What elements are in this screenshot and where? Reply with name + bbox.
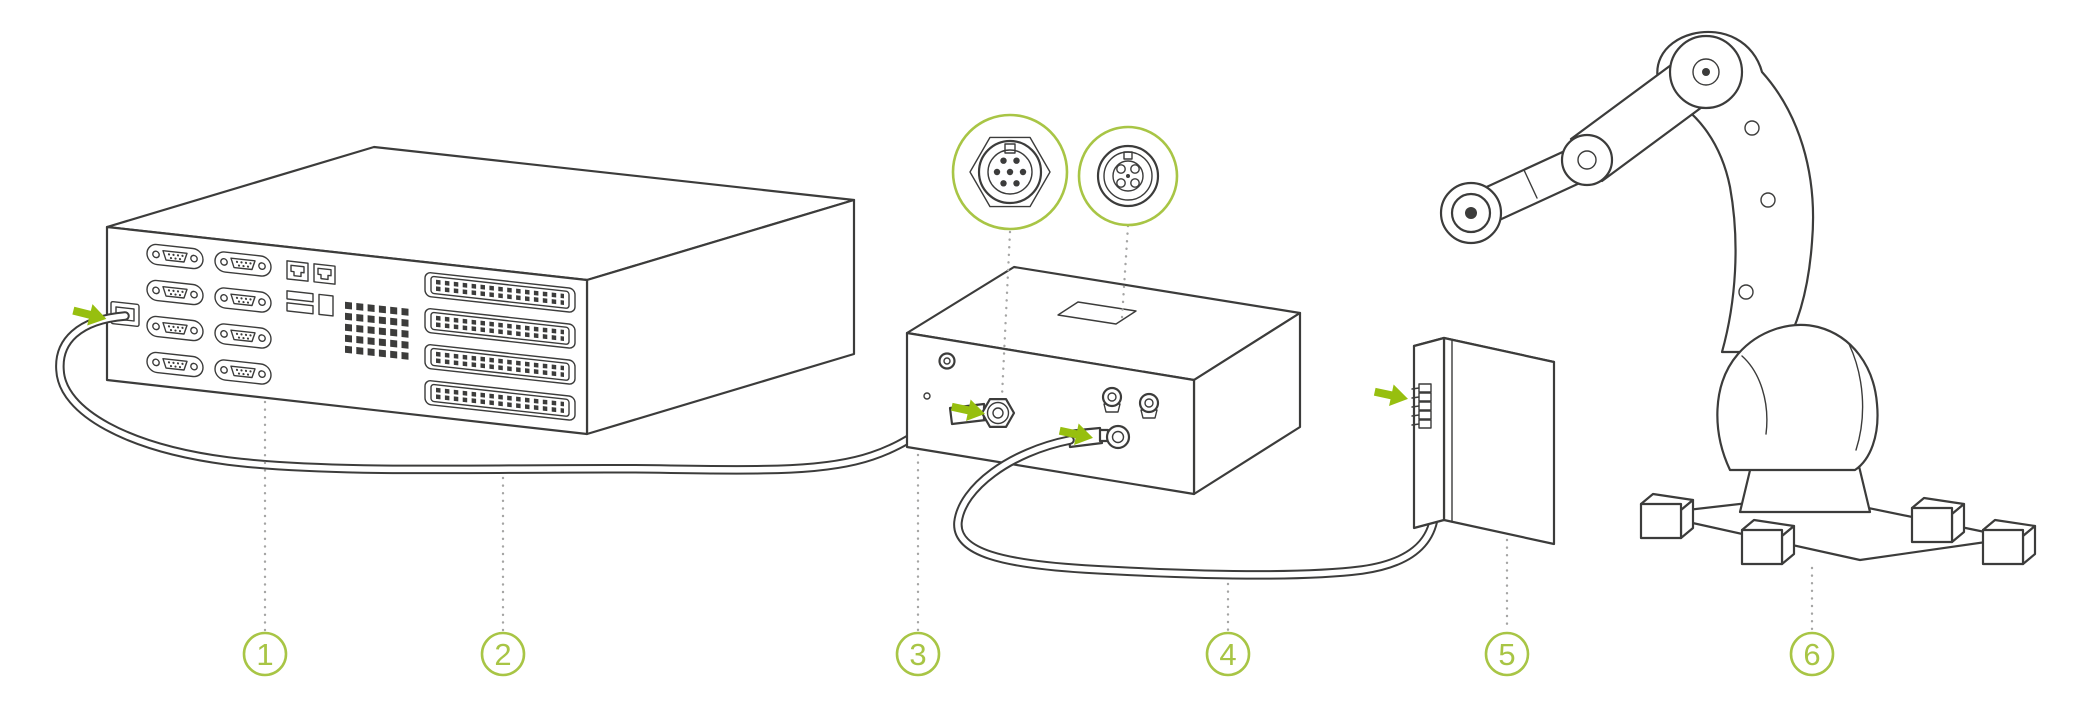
arm-screw [1744,120,1760,136]
step-marker-6: 6 [1789,566,1835,677]
m12-female-connector-callout [1077,125,1179,320]
step-number-5: 5 [1498,637,1515,672]
step-number-6: 6 [1803,637,1820,672]
terminal-block [1411,336,1556,546]
connection-arrow-icon [1372,381,1411,410]
robot-shoulder-housing [1716,323,1879,472]
aux-connector-2 [1138,392,1160,419]
usb-ports [286,290,334,317]
robot-foot [1639,492,1695,540]
robot-foot [1740,518,1796,566]
step-marker-5: 5 [1484,538,1530,677]
callout-leader-a [1000,230,1012,398]
step-circle-1 [242,631,288,677]
step-markers: 1 2 3 4 5 6 [242,400,1835,677]
robot-wrist-joint [1560,133,1614,187]
m12-connector-a [980,398,1016,428]
aux-connector-1 [1101,386,1123,413]
step-number-4: 4 [1219,637,1236,672]
step-circle-5 [1484,631,1530,677]
terminal-front-face [1412,336,1446,530]
m12-male-connector-callout [951,113,1069,398]
controller-top-label [1057,301,1137,325]
cable-pc-to-controller [55,311,956,475]
step-circle-6 [1789,631,1835,677]
elbow-center [1702,68,1710,76]
coax-connector [938,352,956,370]
robot-foot [1981,518,2037,566]
step-circle-3 [895,631,941,677]
screw-hole [923,392,931,400]
m12-connector-b [1105,424,1131,450]
step-circle-4 [1205,631,1251,677]
step-marker-1: 1 [242,400,288,677]
controller-box [905,265,1302,496]
step-marker-3: 3 [895,453,941,677]
connector-key-notch [1004,143,1016,154]
housing-detail-line [1848,343,1864,451]
tool-collar-line [1523,169,1538,199]
step-marker-4: 4 [1205,582,1251,677]
step-number-2: 2 [494,637,511,672]
terminal-contacts [1411,383,1432,429]
arm-screw [1760,192,1776,208]
connector-sockets [1116,164,1140,188]
connector-hex-nut [969,136,1051,208]
step-number-3: 3 [909,637,926,672]
elbow-hub [1692,58,1720,86]
industrial-pc [105,145,856,436]
terminal-side-face [1442,336,1556,546]
robot-foot [1910,496,1966,544]
callout-leader-b [1120,224,1130,320]
connector-key-notch [1123,151,1133,160]
step-marker-2: 2 [480,476,526,677]
housing-detail-line [1741,355,1768,435]
robot-tool-camera [1439,181,1503,245]
step-circle-2 [480,631,526,677]
connector-pins [993,157,1027,187]
step-number-1: 1 [256,637,273,672]
wrist-hub [1577,150,1597,170]
arm-screw [1738,284,1754,300]
robot-arm [1439,30,2037,566]
controller-front-face [905,331,1196,496]
cable-controller-to-terminal [953,435,1442,580]
